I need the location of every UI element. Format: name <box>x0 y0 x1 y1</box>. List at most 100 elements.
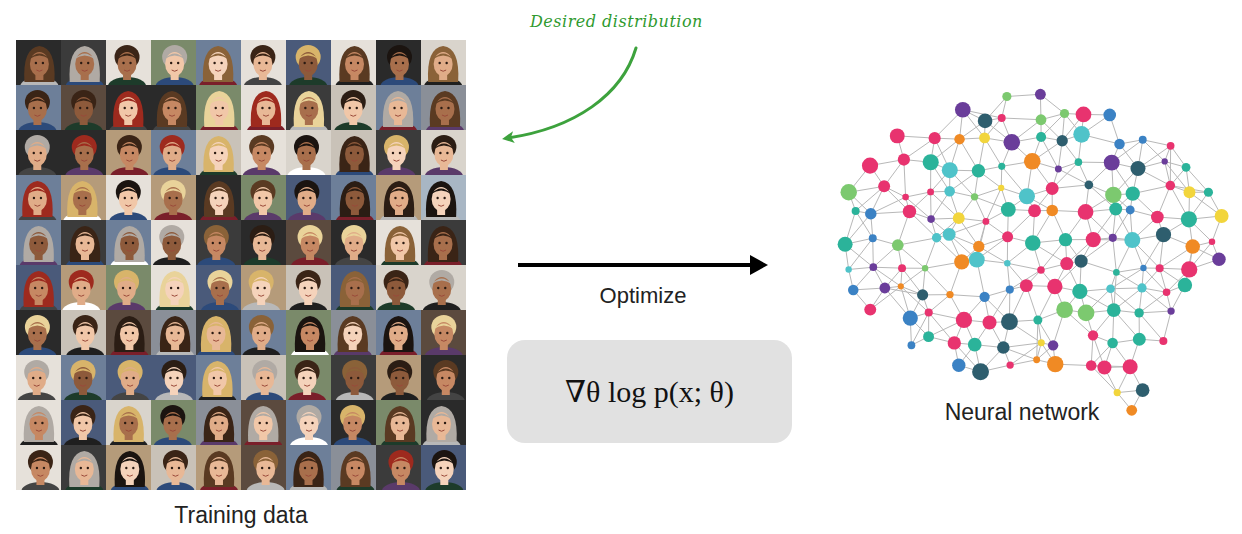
eye <box>222 107 224 109</box>
fringe <box>117 279 137 285</box>
neuron <box>1006 361 1013 368</box>
mouth <box>216 475 222 476</box>
formula-box: ∇θ log p(x; θ) <box>507 340 792 443</box>
eye <box>445 242 447 244</box>
photo-ground <box>61 310 106 355</box>
eye <box>348 422 350 424</box>
eye <box>302 377 304 379</box>
face <box>434 142 453 166</box>
eye <box>438 62 440 64</box>
face <box>209 52 228 76</box>
hair <box>204 406 234 442</box>
face <box>73 187 92 211</box>
neuron <box>972 363 989 380</box>
fringe <box>119 144 139 150</box>
neuron <box>1060 257 1073 270</box>
photo-ground <box>421 310 466 355</box>
image-panel: Training data <box>16 40 466 530</box>
neuron <box>1002 231 1013 242</box>
face <box>28 142 47 166</box>
fringe <box>432 279 452 285</box>
mouth <box>36 250 42 251</box>
photo-ground <box>241 130 286 175</box>
formula: ∇θ log p(x; θ) <box>565 374 734 409</box>
eye <box>309 197 311 199</box>
mouth <box>440 250 446 251</box>
neuron <box>955 102 971 118</box>
eye <box>80 242 82 244</box>
neuron <box>1123 359 1138 374</box>
mouth <box>36 295 42 296</box>
eye <box>125 377 127 379</box>
mouth <box>393 160 399 161</box>
face <box>120 457 139 481</box>
mouth <box>81 160 87 161</box>
connector-line <box>518 263 752 267</box>
fringe <box>165 459 185 465</box>
eye <box>215 107 217 109</box>
face <box>27 367 46 391</box>
mouth <box>125 115 131 116</box>
mouth <box>127 385 133 386</box>
fringe <box>120 369 140 375</box>
eye <box>259 422 261 424</box>
eye <box>177 287 179 289</box>
network-link <box>1163 311 1171 341</box>
neuron <box>1184 186 1196 198</box>
photo-ground <box>61 355 106 400</box>
eye <box>304 287 306 289</box>
neuron <box>1133 333 1146 346</box>
fringe <box>74 459 94 465</box>
eye <box>309 377 311 379</box>
eye <box>446 332 448 334</box>
photo-ground <box>331 175 376 220</box>
photo-ground <box>331 355 376 400</box>
eye <box>304 467 306 469</box>
hair <box>157 91 187 127</box>
face-photo <box>61 445 106 490</box>
hair <box>340 271 370 307</box>
eye <box>356 242 358 244</box>
mouth <box>307 340 313 341</box>
eye <box>87 62 89 64</box>
photo-ground <box>286 40 331 85</box>
mouth <box>169 115 175 116</box>
neuron <box>845 266 851 272</box>
eye <box>218 332 220 334</box>
fringe <box>27 189 47 195</box>
neuron <box>1078 204 1094 220</box>
eye <box>213 377 215 379</box>
photo-ground <box>286 130 331 175</box>
neuron <box>1113 269 1120 276</box>
eye <box>447 467 449 469</box>
eye <box>303 62 305 64</box>
face <box>75 232 94 256</box>
neuron <box>1105 187 1121 203</box>
face <box>253 52 272 76</box>
mouth <box>260 205 266 206</box>
eye <box>311 467 313 469</box>
photo-ground <box>196 85 241 130</box>
photo-ground <box>61 40 106 85</box>
mouth <box>172 70 178 71</box>
eye <box>214 152 216 154</box>
neuron <box>968 338 982 352</box>
eye <box>175 197 177 199</box>
photo-ground <box>331 310 376 355</box>
photo-ground <box>151 130 196 175</box>
face-photo <box>196 445 241 490</box>
photo-ground <box>61 130 106 175</box>
hair <box>383 316 413 352</box>
fringe <box>298 459 318 465</box>
neuron <box>1086 360 1097 371</box>
face <box>391 457 410 481</box>
fringe <box>299 414 319 420</box>
fringe <box>209 414 229 420</box>
neuron <box>1019 188 1035 204</box>
photo-ground <box>16 355 61 400</box>
hair <box>248 406 278 442</box>
photo-ground <box>61 85 106 130</box>
face <box>210 187 229 211</box>
photo-ground <box>376 40 421 85</box>
neuron <box>1001 313 1018 330</box>
